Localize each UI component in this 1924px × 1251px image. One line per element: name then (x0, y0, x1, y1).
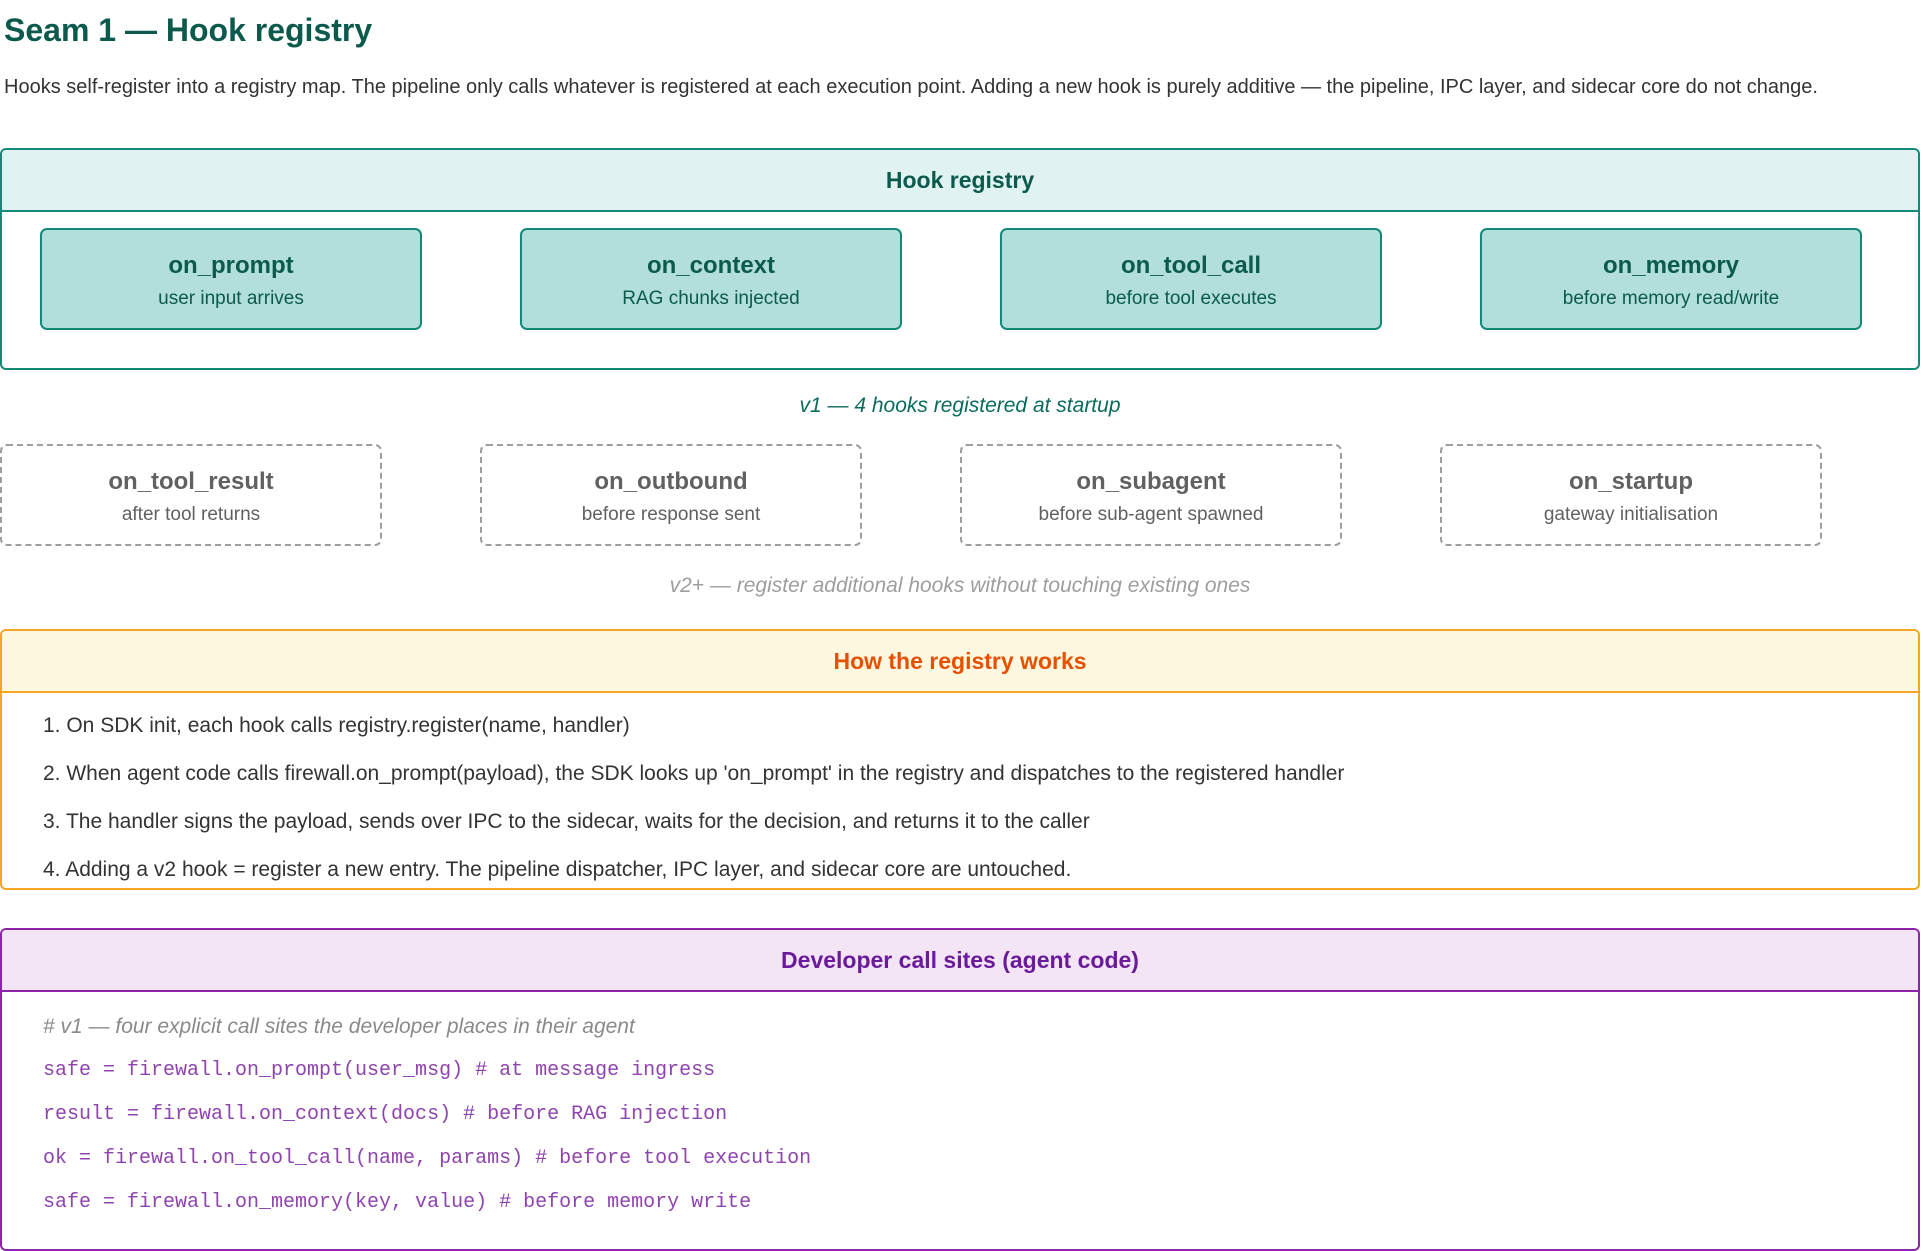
hook-desc: before tool executes (1105, 288, 1277, 309)
code-comment: # v1 — four explicit call sites the deve… (43, 1015, 635, 1038)
hook-on-tool-call: on_tool_call before tool executes (1000, 228, 1382, 330)
code-line: ok = firewall.on_tool_call(name, params)… (43, 1147, 812, 1170)
v2-caption: v2+ — register additional hooks without … (669, 574, 1251, 597)
developer-call-sites-heading: Developer call sites (agent code) (2, 930, 1918, 992)
hook-name: on_startup (1568, 468, 1693, 495)
hook-name: on_tool_call (1120, 252, 1262, 279)
hook-desc: gateway initialisation (1543, 504, 1719, 525)
intro-text: Hooks self-register into a registry map.… (4, 76, 1818, 98)
step-item: 1. On SDK init, each hook calls registry… (43, 714, 630, 737)
developer-call-sites-panel: Developer call sites (agent code) (0, 928, 1920, 1251)
code-line: safe = firewall.on_prompt(user_msg) # at… (43, 1059, 716, 1082)
hook-on-outbound: on_outbound before response sent (480, 444, 862, 546)
hook-name: on_subagent (1076, 468, 1226, 495)
hook-name: on_memory (1602, 252, 1740, 279)
step-item: 2. When agent code calls firewall.on_pro… (43, 762, 1345, 785)
hook-on-memory: on_memory before memory read/write (1480, 228, 1862, 330)
v1-caption: v1 — 4 hooks registered at startup (799, 394, 1121, 417)
hook-desc: before sub-agent spawned (1038, 504, 1264, 525)
hook-name: on_outbound (594, 468, 748, 495)
hook-desc: RAG chunks injected (622, 288, 800, 309)
hook-name: on_tool_result (108, 468, 274, 495)
code-line: safe = firewall.on_memory(key, value) # … (43, 1191, 752, 1214)
hook-desc: before memory read/write (1562, 288, 1780, 309)
hook-on-context: on_context RAG chunks injected (520, 228, 902, 330)
hook-on-subagent: on_subagent before sub-agent spawned (960, 444, 1342, 546)
step-item: 4. Adding a v2 hook = register a new ent… (43, 858, 1072, 881)
hook-desc: user input arrives (158, 288, 304, 309)
step-item: 3. The handler signs the payload, sends … (43, 810, 1090, 833)
hook-desc: after tool returns (121, 504, 261, 525)
hook-desc: before response sent (581, 504, 761, 525)
how-registry-works-heading: How the registry works (2, 631, 1918, 693)
hook-name: on_context (646, 252, 775, 279)
hook-registry-heading: Hook registry (2, 150, 1918, 212)
hook-name: on_prompt (168, 252, 294, 279)
hook-on-tool-result: on_tool_result after tool returns (0, 444, 382, 546)
hook-on-prompt: on_prompt user input arrives (40, 228, 422, 330)
how-registry-works-panel: How the registry works (0, 629, 1920, 890)
page-title: Seam 1 — Hook registry (4, 12, 373, 48)
code-line: result = firewall.on_context(docs) # bef… (43, 1103, 728, 1126)
hook-on-startup: on_startup gateway initialisation (1440, 444, 1822, 546)
